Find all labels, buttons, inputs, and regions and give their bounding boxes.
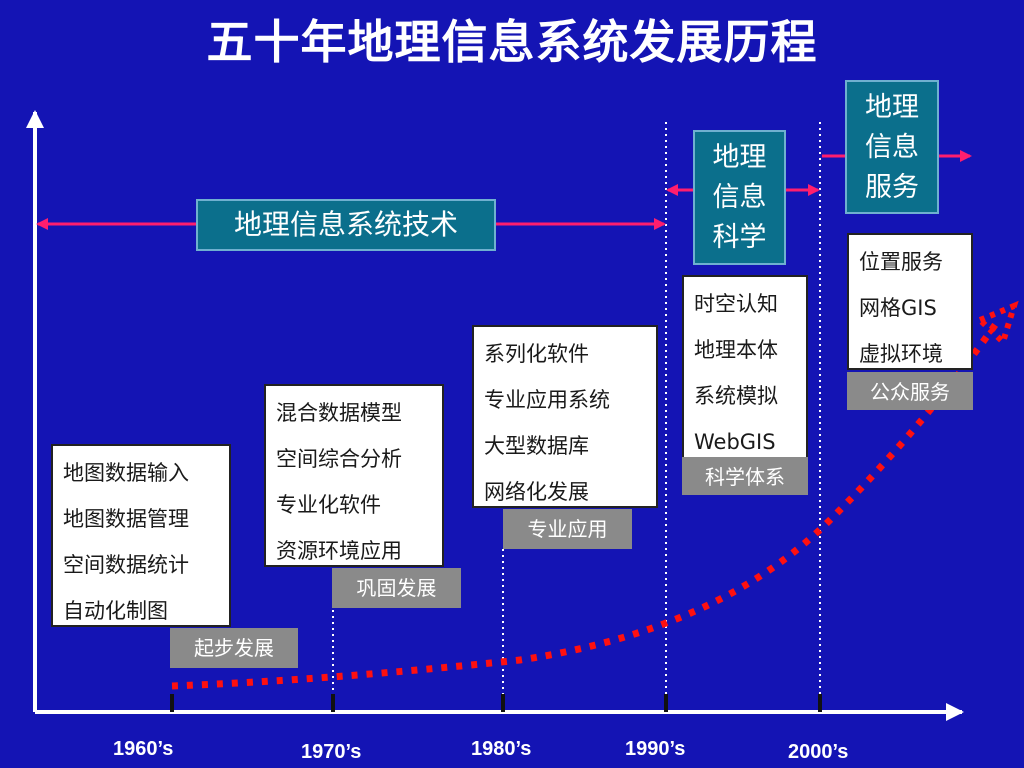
year-label-1960s: 1960’s bbox=[113, 738, 174, 760]
year-label-1990s: 1990’s bbox=[625, 738, 686, 760]
stage-item: 时空认知 bbox=[694, 292, 778, 316]
era-gis-science-line-3: 科学 bbox=[712, 222, 767, 253]
stage-item: 网格GIS bbox=[859, 296, 937, 320]
stage-item: 网络化发展 bbox=[484, 480, 589, 504]
year-label-2000s: 2000’s bbox=[788, 741, 849, 763]
stage-1960s-items: 地图数据输入 地图数据管理 空间数据统计 自动化制图 bbox=[51, 444, 231, 627]
stage-item: 大型数据库 bbox=[484, 434, 589, 458]
era-gis-technology: 地理信息系统技术 bbox=[196, 199, 496, 251]
stage-1990s-label: 科学体系 bbox=[682, 457, 808, 495]
stage-1960s-label: 起步发展 bbox=[170, 628, 298, 668]
stage-item: 专业化软件 bbox=[276, 493, 381, 517]
era-gis-science: 地理 信息 科学 bbox=[693, 130, 786, 265]
growth-trend-curve bbox=[171, 315, 1003, 690]
year-label-1980s: 1980’s bbox=[471, 738, 532, 760]
stage-1990s-items: 时空认知 地理本体 系统模拟 WebGIS bbox=[682, 275, 808, 460]
stage-item: 地图数据输入 bbox=[63, 461, 189, 485]
stage-2000s-items: 位置服务 网格GIS 虚拟环境 bbox=[847, 233, 973, 370]
era-gis-science-line-1: 地理 bbox=[712, 142, 767, 173]
growth-trend-arrowhead bbox=[974, 300, 1019, 348]
stage-1970s-label: 巩固发展 bbox=[332, 568, 461, 608]
stage-1970s-items: 混合数据模型 空间综合分析 专业化软件 资源环境应用 bbox=[264, 384, 444, 567]
stage-item: 资源环境应用 bbox=[276, 539, 402, 563]
stage-item: 空间数据统计 bbox=[63, 553, 189, 577]
stage-item: 虚拟环境 bbox=[859, 342, 943, 366]
stage-item: 空间综合分析 bbox=[276, 447, 402, 471]
era-gis-service-line-1: 地理 bbox=[865, 92, 919, 123]
stage-2000s-label: 公众服务 bbox=[847, 372, 973, 410]
stage-item: 系列化软件 bbox=[484, 342, 589, 366]
year-label-1970s: 1970’s bbox=[301, 741, 362, 763]
stage-item: 混合数据模型 bbox=[276, 401, 402, 425]
stage-item: 专业应用系统 bbox=[484, 388, 610, 412]
era-gis-science-line-2: 信息 bbox=[712, 182, 767, 213]
stage-item: 地理本体 bbox=[694, 338, 778, 362]
stage-1980s-items: 系列化软件 专业应用系统 大型数据库 网络化发展 bbox=[472, 325, 658, 508]
stage-item: 地图数据管理 bbox=[63, 507, 189, 531]
stage-1980s-label: 专业应用 bbox=[503, 509, 632, 549]
era-gis-service-line-2: 信息 bbox=[865, 132, 919, 163]
stage-item: WebGIS bbox=[694, 430, 776, 454]
stage-item: 系统模拟 bbox=[694, 384, 778, 408]
era-gis-service: 地理 信息 服务 bbox=[845, 80, 939, 214]
stage-item: 自动化制图 bbox=[63, 599, 168, 623]
stage-item: 位置服务 bbox=[859, 250, 943, 274]
era-gis-service-line-3: 服务 bbox=[865, 172, 919, 203]
page-title: 五十年地理信息系统发展历程 bbox=[206, 15, 818, 69]
